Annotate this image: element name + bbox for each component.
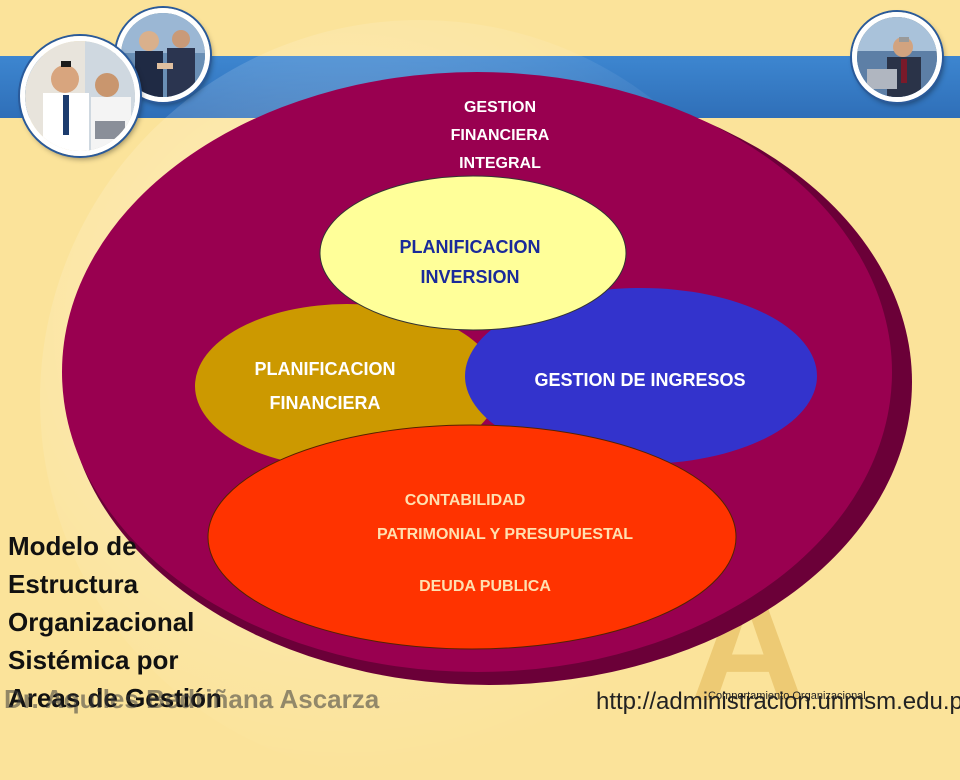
slide-title-line-2: Estructura [8, 569, 139, 599]
slide-title-line-3: Organizacional [8, 607, 195, 637]
inversion-label-line-1: PLANIFICACION [399, 237, 541, 257]
contabilidad-label: CONTABILIDAD PATRIMONIAL Y PRESUPUESTAL … [300, 484, 680, 604]
financiera-label-line-1: PLANIFICACION [254, 359, 396, 379]
ingresos-ellipse [465, 288, 817, 464]
footer-author: Dr. Aquiles Bedriñana Ascarza [4, 684, 380, 714]
slide-title: Modelo de Estructura Organizacional Sist… [8, 527, 308, 717]
inversion-ellipse [319, 175, 627, 331]
contabilidad-ellipse [207, 424, 737, 650]
financiera-label-line-2: FINANCIERA [269, 393, 381, 413]
slide-title-line-1: Modelo de [8, 531, 137, 561]
ingresos-label: GESTION DE INGRESOS [534, 370, 746, 390]
slide-title-line-4: Sistémica por [8, 645, 179, 675]
outer-label-line-1: GESTION [463, 99, 536, 116]
inversion-label: PLANIFICACION INVERSION [335, 232, 605, 292]
contabilidad-label-line-3: DEUDA PUBLICA [419, 578, 551, 595]
outer-circle-label: GESTION FINANCIERA INTEGRAL [400, 94, 600, 178]
diagram-canvas [62, 72, 912, 685]
footer-course: Comportamiento Organizacional [708, 690, 866, 702]
financiera-label: PLANIFICACION FINANCIERA [205, 352, 445, 420]
outer-label-line-3: INTEGRAL [459, 155, 541, 172]
outer-label-line-2: FINANCIERA [450, 127, 550, 144]
photo-businessmen [20, 36, 140, 156]
contabilidad-label-line-2: PATRIMONIAL Y PRESUPUESTAL [376, 526, 634, 543]
footer-url[interactable]: http://administracion.unmsm.edu.pe [596, 688, 960, 715]
photo-executive [852, 12, 942, 102]
contabilidad-label-line-1: CONTABILIDAD [404, 492, 526, 509]
slide-title-line-5: Areas de Gestión [8, 683, 222, 713]
inversion-label-line-2: INVERSION [420, 267, 520, 287]
